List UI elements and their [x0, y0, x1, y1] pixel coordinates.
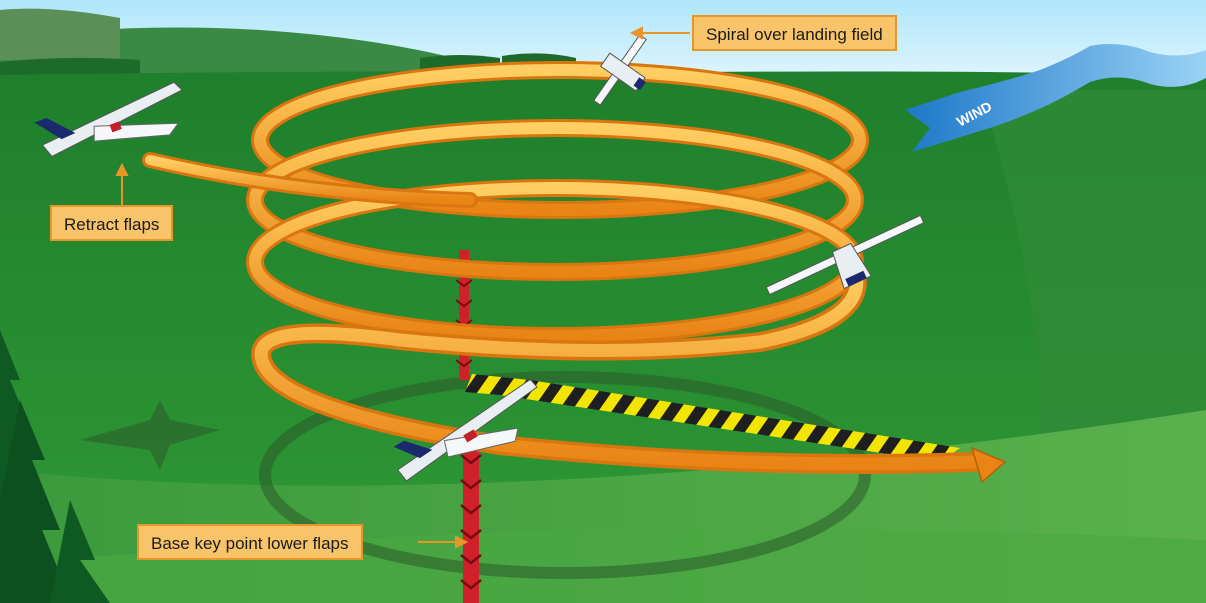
tree-icon — [50, 500, 110, 603]
leader-lines — [115, 26, 690, 549]
airplane-icon — [765, 214, 925, 296]
vertical-marker — [455, 250, 482, 603]
ground-shadow-circle — [259, 371, 871, 579]
callout-spiral-over-landing-field: Spiral over landing field — [692, 15, 897, 51]
final-approach-stripes — [465, 374, 960, 462]
airplane-icon — [393, 378, 538, 482]
arrowhead — [970, 446, 1007, 484]
callout-retract-flaps: Retract flaps — [50, 205, 174, 241]
distant-hill — [0, 8, 120, 60]
tree-icon — [0, 400, 72, 603]
forest — [0, 330, 110, 603]
plane-shadow — [80, 400, 220, 470]
airplane-icon — [34, 81, 183, 158]
callout-base-key-point: Base key point lower flaps — [137, 524, 363, 560]
wind-arrow-icon: WIND — [905, 44, 1206, 152]
airplane-icon — [593, 34, 647, 106]
